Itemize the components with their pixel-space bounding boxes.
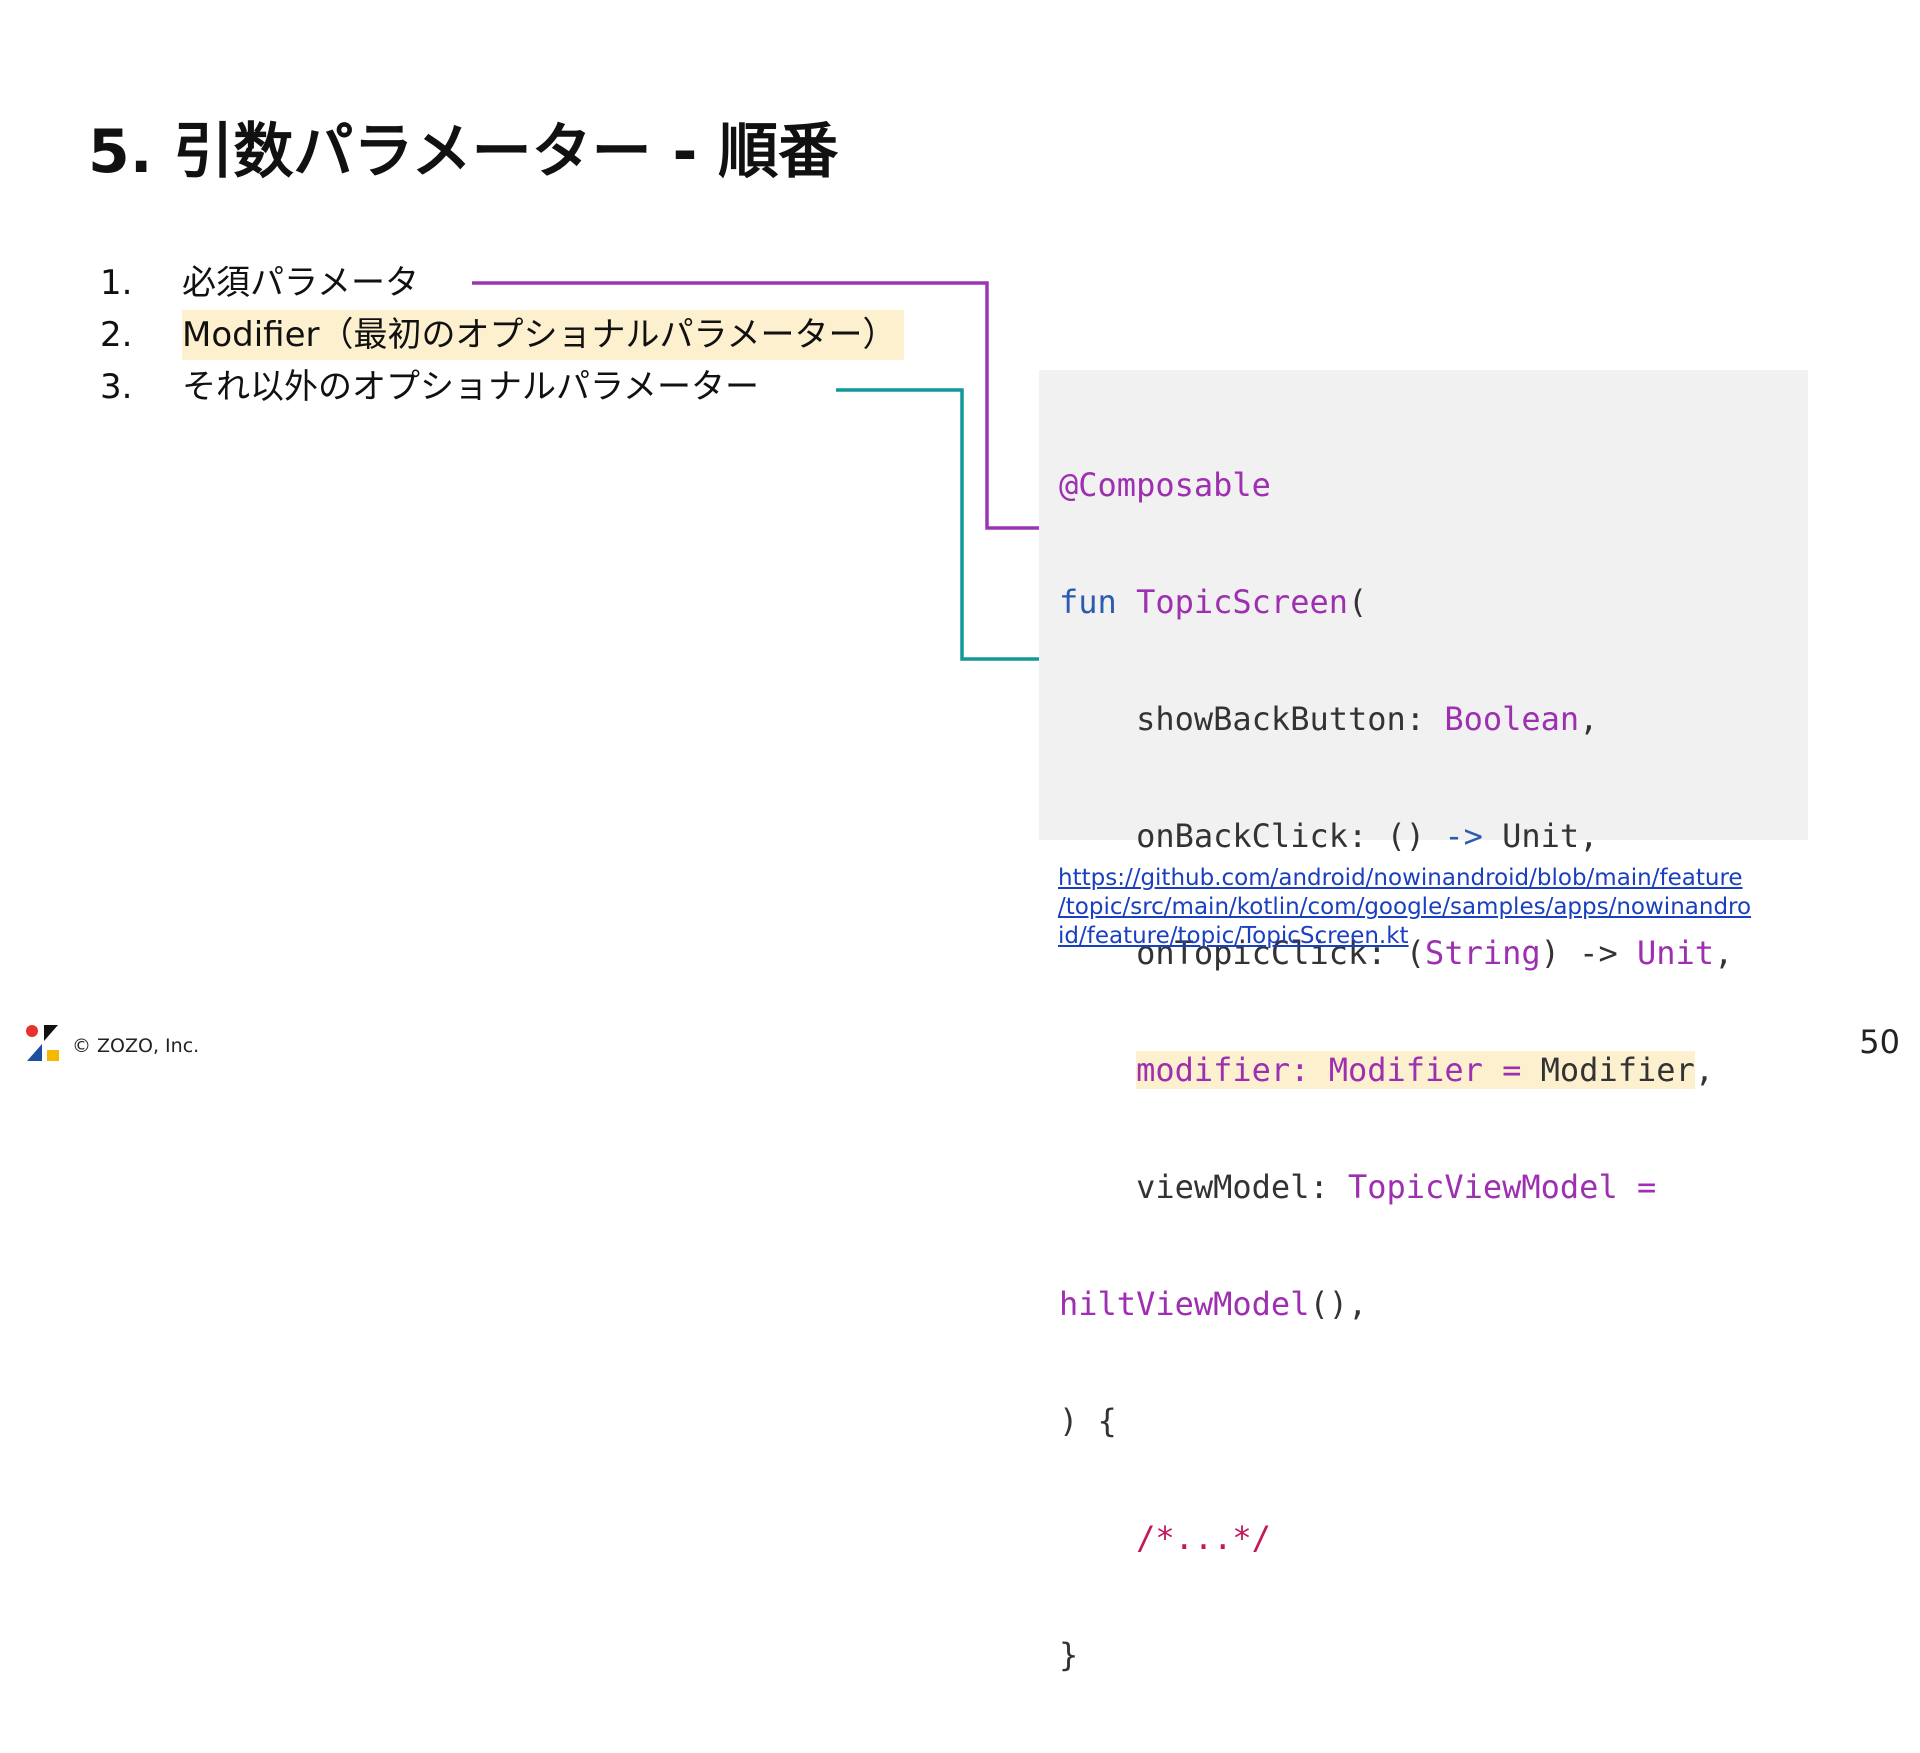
param-type: String (1425, 934, 1541, 972)
param-name: onTopicClick: ( (1136, 934, 1426, 972)
list-text: それ以外のオプショナルパラメーター (182, 367, 759, 407)
param-name: showBackButton: (1136, 700, 1426, 738)
link-line[interactable]: id/feature/topic/TopicScreen.kt (1058, 923, 1409, 949)
code-punct: = (1502, 1051, 1522, 1089)
list-number: 3. (100, 367, 133, 407)
param-type: TopicViewModel (1347, 1168, 1618, 1206)
source-link[interactable]: https://github.com/android/nowinandroid/… (1058, 864, 1751, 951)
param-type: Modifier (1328, 1051, 1483, 1089)
code-punct: , (1714, 934, 1734, 972)
modifier-param-highlight: modifier: Modifier = Modifier (1136, 1051, 1695, 1089)
required-connector-line (472, 281, 1088, 530)
function-name: TopicScreen (1136, 583, 1348, 621)
param-type: Unit (1636, 934, 1715, 972)
code-punct: (), (1309, 1285, 1368, 1323)
link-line[interactable]: https://github.com/android/nowinandroid/… (1058, 865, 1743, 891)
code-block: @Composable fun TopicScreen( showBackBut… (1059, 388, 1733, 1753)
code-punct: ) { (1059, 1402, 1117, 1440)
list-number: 2. (100, 315, 133, 355)
param-type: Unit, (1502, 817, 1599, 855)
param-name: viewModel: (1136, 1168, 1329, 1206)
code-punct: ( (1347, 583, 1368, 621)
code-punct: , (1579, 700, 1599, 738)
zozo-logo-icon (26, 1025, 59, 1061)
code-punct: } (1059, 1636, 1079, 1674)
param-default: Modifier (1540, 1051, 1695, 1089)
param-type: Boolean (1444, 700, 1580, 738)
list-text-highlighted: Modifier（最初のオプショナルパラメーター） (182, 310, 905, 360)
optional-connector-line (836, 388, 1046, 661)
param-name: modifier: (1136, 1051, 1310, 1089)
slide-title: 5. 引数パラメーター - 順番 (88, 117, 839, 187)
code-comment: /*...*/ (1136, 1519, 1271, 1557)
code-punct: = (1636, 1168, 1657, 1206)
footer-copyright: © ZOZO, Inc. (72, 1035, 200, 1057)
keyword: fun (1059, 583, 1117, 621)
code-arrow: -> (1444, 817, 1483, 855)
code-snippet-panel: @Composable fun TopicScreen( showBackBut… (1039, 370, 1808, 1674)
slide: 5. 引数パラメーター - 順番 1. 必須パラメータ 2. Modifier（… (26, 117, 1900, 1674)
page-number: 50 (1859, 1023, 1900, 1061)
list-text: 必須パラメータ (182, 263, 419, 303)
annotation: @Composable (1059, 466, 1271, 504)
list-number: 1. (100, 263, 133, 303)
code-punct: , (1694, 1051, 1715, 1089)
link-line[interactable]: /topic/src/main/kotlin/com/google/sample… (1058, 894, 1752, 920)
param-name: onBackClick: () (1136, 817, 1426, 855)
function-call: hiltViewModel (1059, 1285, 1310, 1323)
code-punct: ) -> (1540, 934, 1618, 972)
